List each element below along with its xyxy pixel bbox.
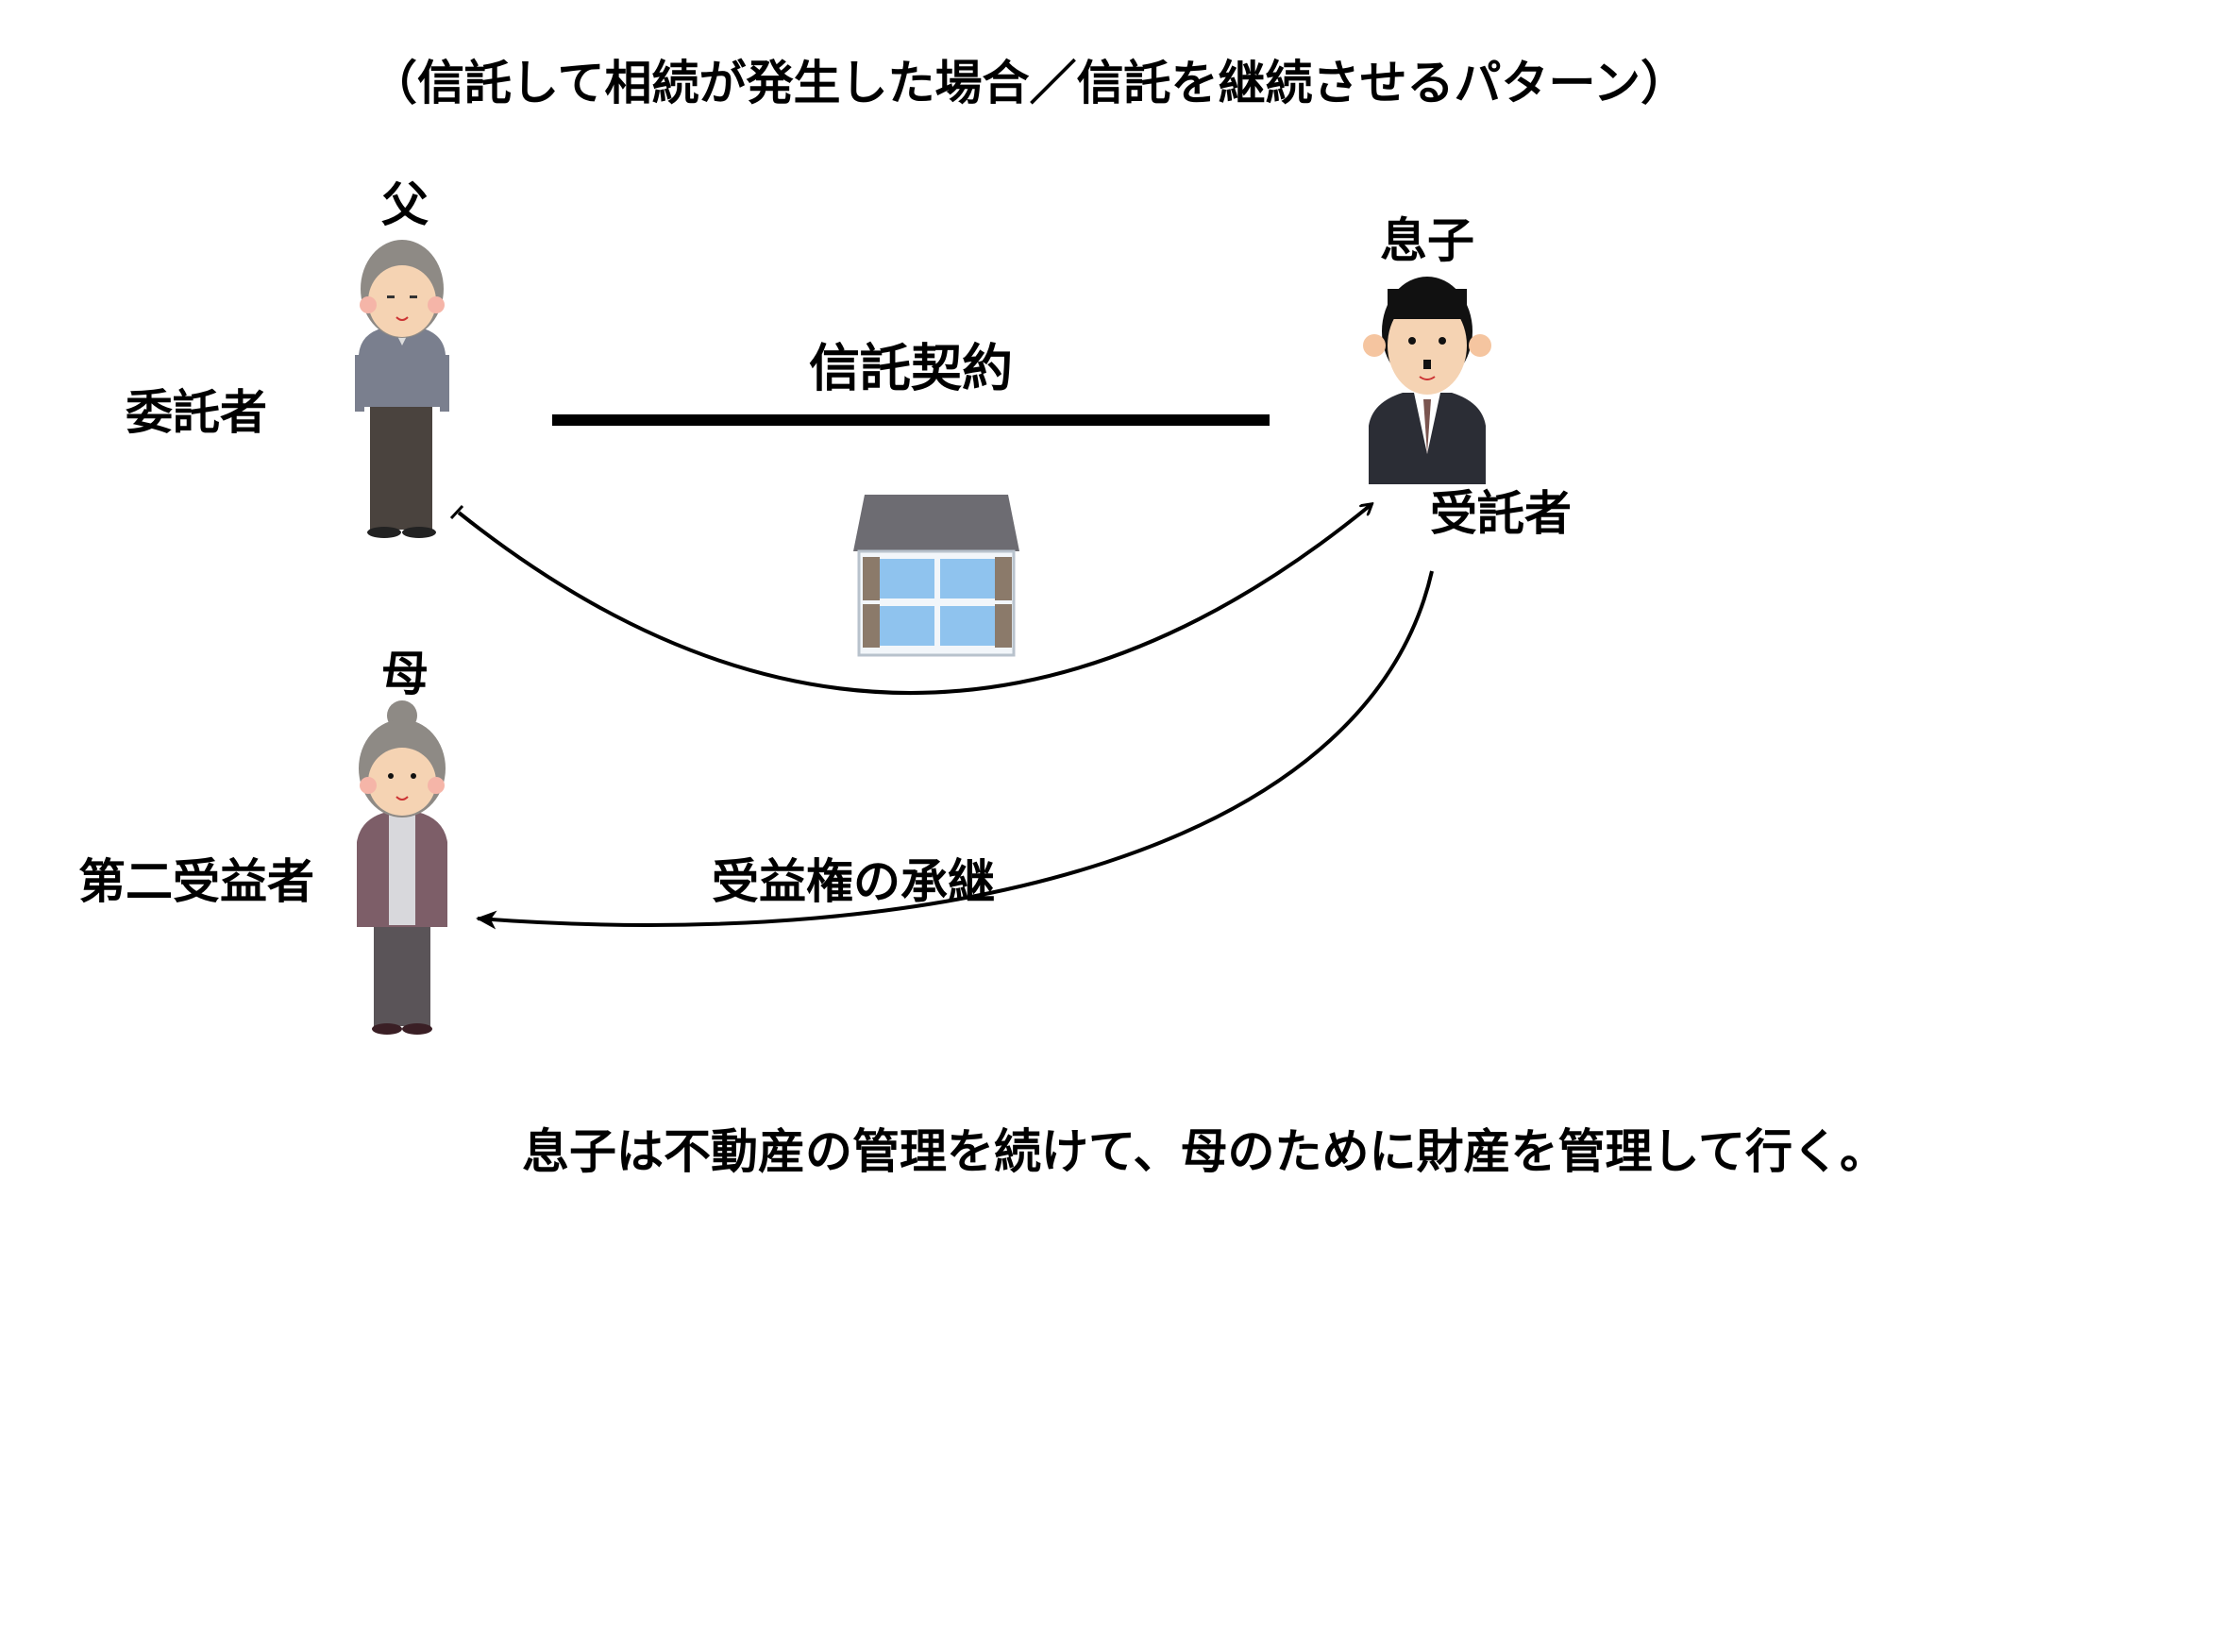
second-beneficiary-label: 第二受益者 bbox=[78, 854, 314, 909]
arrow-tail-tick bbox=[449, 504, 464, 520]
settlor-label: 委託者 bbox=[126, 385, 267, 440]
summary-text: 息子は不動産の管理を続けて、母のために財産を管理して行く。 bbox=[522, 1124, 1887, 1179]
contract-label: 信託契約 bbox=[809, 338, 1013, 398]
mother-label: 母 bbox=[381, 647, 429, 701]
trustee-label: 受託者 bbox=[1430, 486, 1572, 541]
real-estate-building-icon bbox=[853, 495, 1019, 657]
diagram-title: （信託して相続が発生した場合／信託を継続させるパターン） bbox=[370, 56, 1688, 110]
father-label: 父 bbox=[381, 177, 429, 232]
father-illustration bbox=[355, 240, 449, 538]
mother-illustration bbox=[357, 700, 447, 1035]
trust-transfer-arrow bbox=[457, 505, 1371, 695]
son-label: 息子 bbox=[1380, 213, 1474, 268]
beneficial-right-succession-arrow bbox=[476, 570, 1434, 930]
son-illustration bbox=[1363, 277, 1491, 484]
contract-line bbox=[552, 414, 1270, 426]
